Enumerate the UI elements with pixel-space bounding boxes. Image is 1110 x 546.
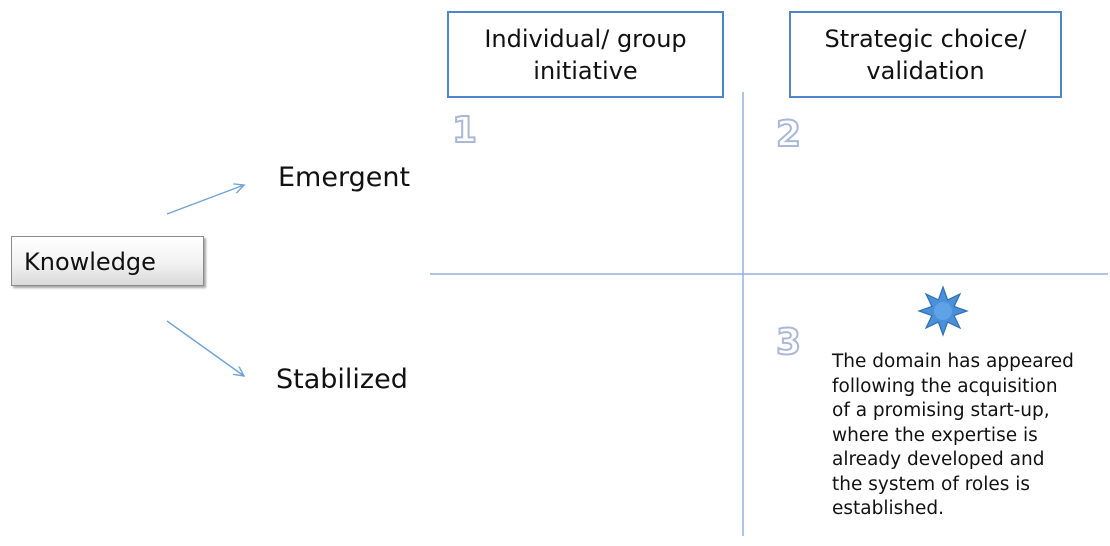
quadrant-number-3: 3 [775,322,802,363]
quadrant-3-description: The domain has appeared following the ac… [832,350,1102,522]
header-right-line-2: validation [866,56,985,85]
header-strategic-choice-validation: Strategic choice/ validation [789,11,1062,98]
arrow-to-emergent [166,185,244,215]
stabilized-label: Stabilized [276,364,408,395]
header-left-line-1: Individual/ group [484,24,687,53]
quadrant-number-2: 2 [775,114,802,155]
description-line: of a promising start-up, [832,400,1050,421]
description-line: following the acquisition [832,375,1058,397]
arrow-to-stabilized [166,320,244,376]
header-left-line-2: initiative [533,56,638,85]
description-line: established. [832,498,945,519]
star-burst-icon [917,285,969,337]
description-line: already developed and [832,449,1045,470]
description-line: The domain has appeared [832,351,1074,372]
emergent-label: Emergent [278,162,411,193]
quadrant-number-1: 1 [451,110,478,151]
knowledge-box: Knowledge [11,236,204,286]
description-line: where the expertise is [832,424,1038,446]
description-line: the system of roles is [832,473,1031,495]
header-right-line-1: Strategic choice/ [824,24,1027,53]
header-individual-group-initiative: Individual/ group initiative [447,11,724,98]
